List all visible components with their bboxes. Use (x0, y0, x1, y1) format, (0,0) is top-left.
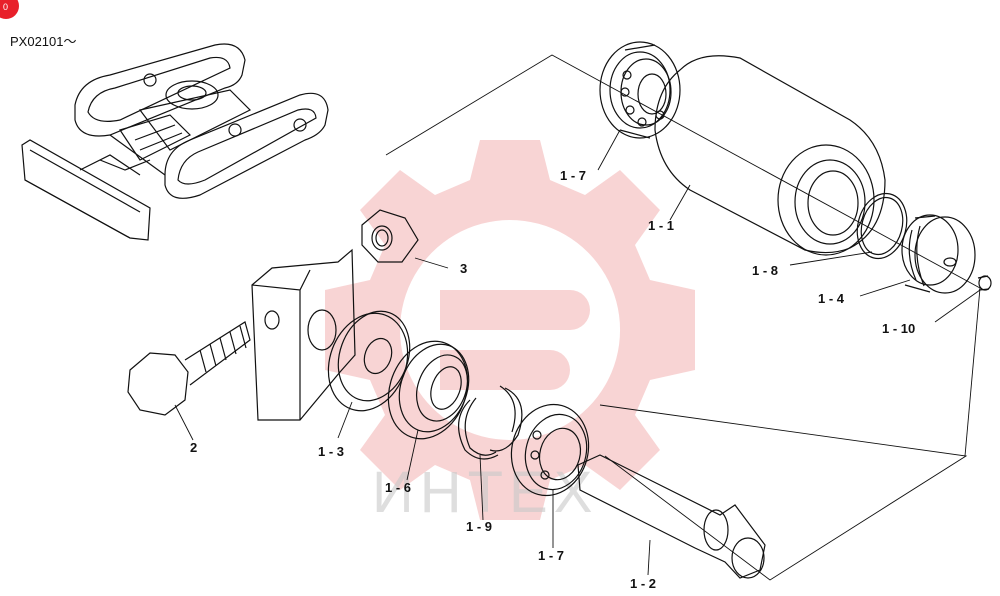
callout-1-7-top: 1 - 7 (560, 168, 586, 183)
serial-code: PX02101～ (10, 34, 77, 49)
floating-seal (387, 340, 470, 440)
callout-1-10: 1 - 10 (882, 321, 915, 336)
callout-1-4: 1 - 4 (818, 291, 845, 306)
callout-1-1: 1 - 1 (648, 218, 674, 233)
hex-bolt (127, 321, 251, 416)
roller-shaft (577, 454, 766, 579)
callout-3: 3 (460, 261, 467, 276)
callout-1-8: 1 - 8 (752, 263, 778, 278)
bearing-top (599, 41, 681, 139)
watermark-gear-icon (325, 140, 695, 520)
snap-rings (458, 385, 523, 460)
callout-1-3: 1 - 3 (318, 444, 344, 459)
assembly-outline-frame (385, 54, 981, 581)
corner-badge: 0 (0, 0, 19, 19)
plug (977, 275, 992, 291)
o-ring (856, 192, 908, 260)
crawler-undercarriage-sketch (21, 43, 329, 241)
roller-body (654, 55, 886, 256)
leader-lines (174, 129, 981, 576)
callout-1-6: 1 - 6 (385, 480, 411, 495)
mounting-bracket (251, 248, 356, 421)
callout-1-7-bottom: 1 - 7 (538, 548, 564, 563)
callout-1-9: 1 - 9 (466, 519, 492, 534)
bearing-bottom (510, 403, 590, 497)
callout-1-2: 1 - 2 (630, 576, 656, 591)
callout-2: 2 (190, 440, 197, 455)
badge-text: 0 (3, 2, 8, 12)
hex-nut (361, 209, 419, 263)
end-collar (901, 214, 976, 294)
